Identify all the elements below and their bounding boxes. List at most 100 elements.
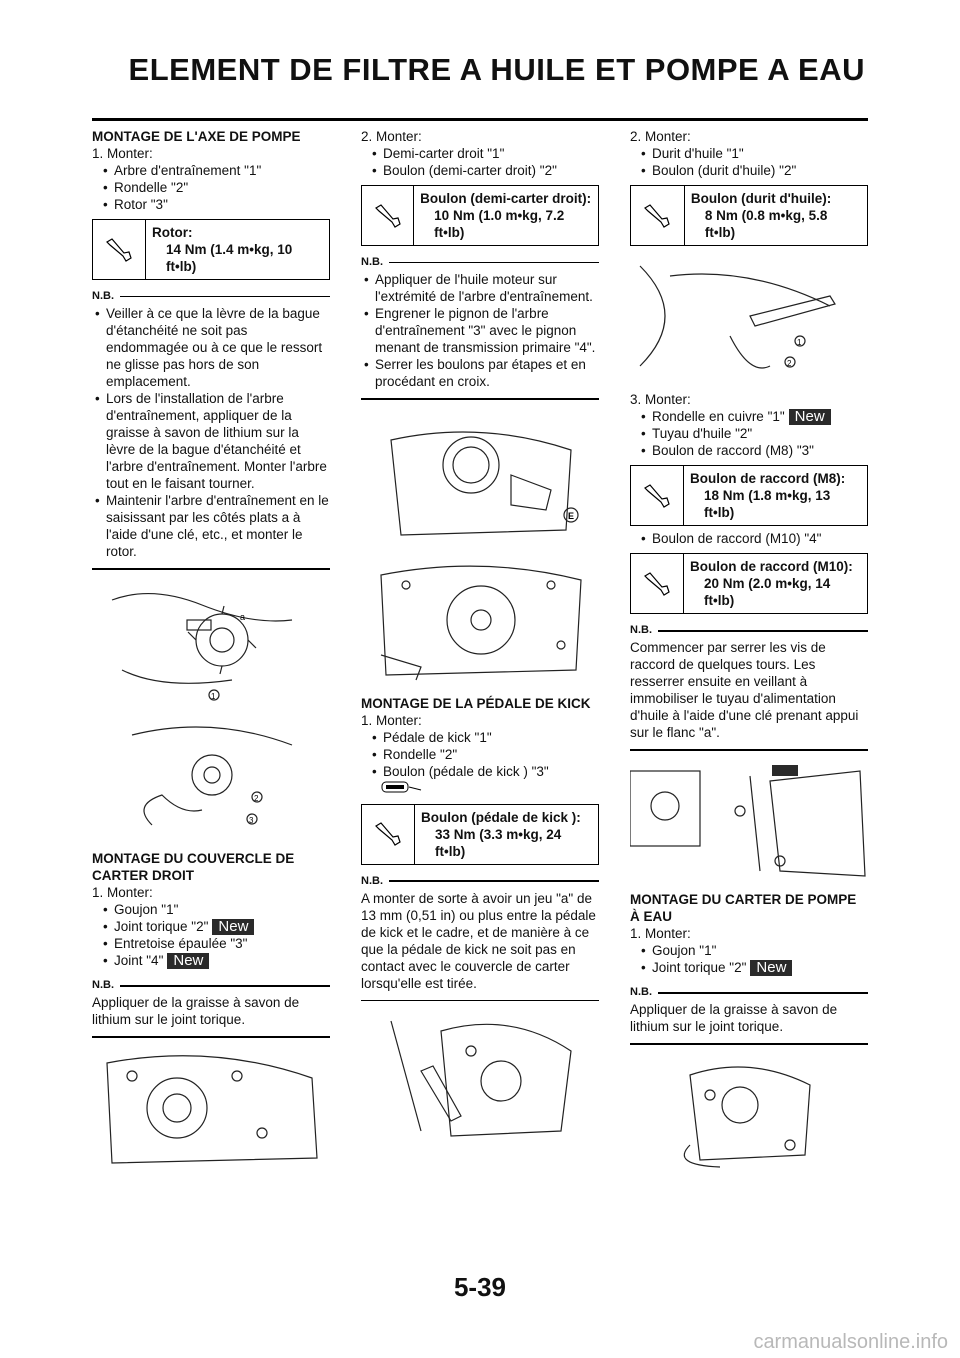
list-item: Rondelle "2" xyxy=(369,746,599,763)
figure-right-crankcase: E xyxy=(361,410,599,545)
list-item: Boulon (durit d'huile) "2" xyxy=(638,162,868,179)
note-text: A monter de sorte à avoir un jeu "a" de … xyxy=(361,890,596,991)
step-label: 3. Monter: xyxy=(630,392,691,407)
wrench-icon xyxy=(362,804,416,864)
torque-spec-box: Boulon (pédale de kick ):33 Nm (3.3 m•kg… xyxy=(361,803,599,865)
new-badge-icon xyxy=(772,764,798,776)
new-badge: New xyxy=(750,960,793,977)
svg-text:2: 2 xyxy=(254,794,259,803)
figure-kick-pedal xyxy=(361,1011,599,1141)
list-item: Demi-carter droit "1" xyxy=(369,145,599,162)
new-badge: New xyxy=(167,953,210,970)
spec-value: 18 Nm (1.8 m•kg, 13 ft•lb) xyxy=(704,488,831,521)
wrench-icon xyxy=(362,186,415,245)
page-number: 5-39 xyxy=(453,1272,507,1302)
torque-spec-box: Boulon de raccord (M8):18 Nm (1.8 m•kg, … xyxy=(630,465,868,527)
header-rule xyxy=(92,118,868,121)
column-2: 2. Monter: Demi-carter droit "1" Boulon … xyxy=(361,128,599,1151)
wrench-icon xyxy=(93,220,147,279)
list-item: Goujon "1" xyxy=(638,942,868,959)
list-item: Entretoise épaulée "3" xyxy=(100,935,330,952)
spec-title: Boulon (demi-carter droit): xyxy=(420,191,592,206)
torque-spec-box: Rotor: 14 Nm (1.4 m•kg, 10 ft•lb) xyxy=(92,219,330,280)
section-title: MONTAGE DU CARTER DE POMPE À EAU xyxy=(630,891,857,924)
torque-spec-box: Boulon (durit d'huile): 8 Nm (0.8 m•kg, 5… xyxy=(630,185,868,246)
spec-title: Rotor: xyxy=(152,225,193,240)
note-header: N.B. xyxy=(630,984,868,1001)
note-item: Maintenir l'arbre d'entraînement en le s… xyxy=(92,492,330,560)
list-item: Boulon de raccord (M8) "3" xyxy=(638,442,868,459)
column-1: MONTAGE DE L'AXE DE POMPE 1. Monter: Arb… xyxy=(92,128,330,1178)
wrench-icon xyxy=(631,186,685,245)
note-end-rule xyxy=(92,1036,330,1038)
note-text: Appliquer de la graisse à savon de lithi… xyxy=(92,995,300,1028)
step-label: 1. Monter: xyxy=(361,712,422,728)
column-3: 2. Monter: Durit d'huile "1" Boulon (dur… xyxy=(630,128,868,1180)
step-label: 1. Monter: xyxy=(92,884,153,900)
note-text: Appliquer de la graisse à savon de lithi… xyxy=(630,1002,838,1035)
spec-value: 10 Nm (1.0 m•kg, 7.2 ft•lb) xyxy=(434,208,565,240)
step-label: 2. Monter: xyxy=(630,129,691,144)
spec-value: 33 Nm (3.3 m•kg, 24 ft•lb) xyxy=(435,826,562,859)
figure-crankcase-bolts xyxy=(361,555,599,685)
list-item: Rondelle en cuivre "1"New xyxy=(638,408,868,426)
list-item: Boulon (pédale de kick ) "3" xyxy=(369,763,599,780)
watermark: carmanualsonline.info xyxy=(753,1331,948,1353)
spec-title: Boulon (pédale de kick ): xyxy=(421,809,581,825)
svg-text:a: a xyxy=(240,612,245,622)
list-item: Joint torique "2"New xyxy=(100,918,330,935)
list-item: Pédale de kick "1" xyxy=(369,729,599,746)
figure-water-pump-housing xyxy=(630,1055,868,1170)
list-item: Rotor "3" xyxy=(100,196,330,213)
note-header: N.B. xyxy=(361,873,599,890)
section-title: MONTAGE DE LA PÉDALE DE KICK xyxy=(361,695,591,711)
note-end-rule xyxy=(361,398,599,400)
figure-oil-pipe xyxy=(630,761,868,881)
list-item: Tuyau d'huile "2" xyxy=(638,425,868,442)
wrench-icon xyxy=(631,554,685,614)
section-title: MONTAGE DE L'AXE DE POMPE xyxy=(92,129,301,144)
note-item: Appliquer de l'huile moteur sur l'extrém… xyxy=(361,271,599,305)
spec-title: Boulon (durit d'huile): xyxy=(690,191,832,206)
svg-text:2: 2 xyxy=(787,359,792,368)
torque-spec-box: Boulon (demi-carter droit): 10 Nm (1.0 m•… xyxy=(361,185,599,246)
section-title: MONTAGE DU COUVERCLE DE CARTER DROIT xyxy=(92,850,295,883)
note-header: N.B. xyxy=(92,977,330,994)
locktite-icon xyxy=(381,780,599,798)
page-title: ELEMENT DE FILTRE A HUILE ET POMPE A EAU xyxy=(128,52,865,87)
list-item: Joint torique "2"New xyxy=(638,959,868,977)
note-item: Engrener le pignon de l'arbre d'entraîne… xyxy=(361,305,599,356)
figure-crankcase-cover xyxy=(92,1048,330,1168)
note-text: Commencer par serrer les vis de raccord … xyxy=(630,640,859,741)
note-header: N.B. xyxy=(361,254,599,271)
spec-title: Boulon de raccord (M8): xyxy=(690,471,846,487)
step-label: 2. Monter: xyxy=(361,129,422,144)
note-header: N.B. xyxy=(630,622,868,639)
spec-value: 8 Nm (0.8 m•kg, 5.8 ft•lb) xyxy=(704,208,828,240)
wrench-icon xyxy=(631,466,685,526)
svg-text:1: 1 xyxy=(211,692,216,701)
list-item: Goujon "1" xyxy=(100,901,330,918)
note-item: Lors de l'installation de l'arbre d'entr… xyxy=(92,390,330,492)
note-item: Veiller à ce que la lèvre de la bague d'… xyxy=(92,305,330,390)
svg-text:1: 1 xyxy=(797,338,802,347)
spec-value: 20 Nm (2.0 m•kg, 14 ft•lb) xyxy=(704,576,831,609)
list-item: Boulon de raccord (M10) "4" xyxy=(638,530,868,547)
new-badge: New xyxy=(212,918,255,935)
list-item: Joint "4"New xyxy=(100,952,330,970)
torque-spec-box: Boulon de raccord (M10):20 Nm (2.0 m•kg,… xyxy=(630,553,868,615)
note-end-rule xyxy=(630,749,868,751)
step-label: 1. Monter: xyxy=(630,925,691,941)
list-item: Boulon (demi-carter droit) "2" xyxy=(369,162,599,179)
list-item: Arbre d'entraînement "1" xyxy=(100,162,330,179)
step-label: 1. Monter: xyxy=(92,146,153,161)
note-item: Serrer les boulons par étapes et en proc… xyxy=(361,356,599,390)
note-end-rule xyxy=(361,999,599,1001)
note-end-rule xyxy=(92,568,330,570)
spec-value: 14 Nm (1.4 m•kg, 10 ft•lb) xyxy=(166,242,293,274)
list-item: Durit d'huile "1" xyxy=(638,145,868,162)
new-badge: New xyxy=(788,409,831,426)
spec-title: Boulon de raccord (M10): xyxy=(690,559,853,575)
